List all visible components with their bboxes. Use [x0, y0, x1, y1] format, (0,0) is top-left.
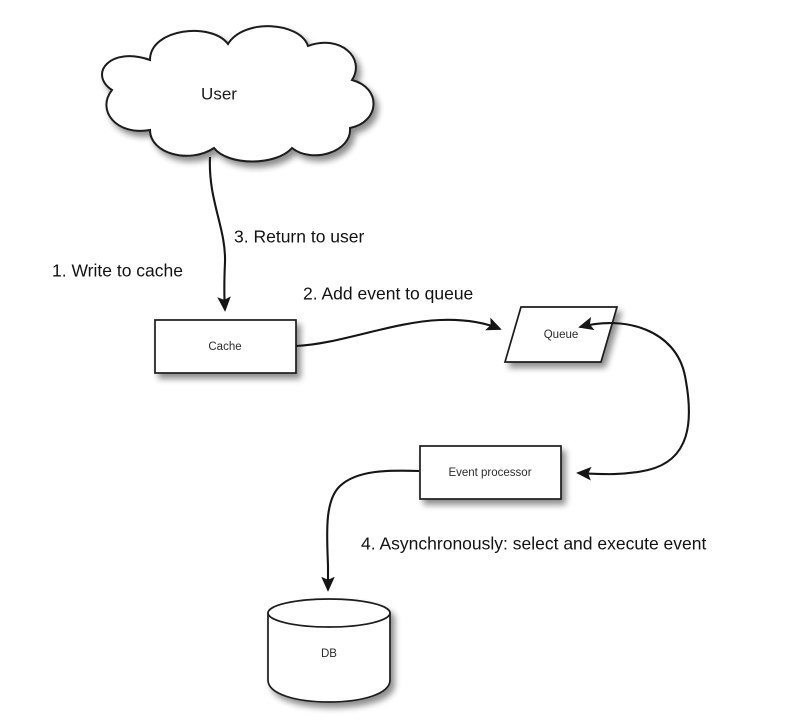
- db-body-shape: [267, 612, 391, 703]
- node-db-label: DB: [321, 648, 337, 660]
- db-top-ellipse: [267, 598, 391, 628]
- step-label-3: 3. Return to user: [234, 227, 365, 247]
- edge-cache-to-queue: [295, 317, 502, 348]
- edge-user-to-cache-path: [208, 156, 231, 312]
- event-processor-shape: [419, 445, 562, 500]
- node-cache-label: Cache: [208, 341, 241, 353]
- node-event-processor[interactable]: [419, 445, 562, 500]
- edge-cache-to-queue-path: [295, 317, 502, 348]
- cache-shape: [154, 319, 297, 374]
- step-label-4: 4. Asynchronously: select and execute ev…: [361, 534, 706, 554]
- node-user-label: User: [201, 84, 237, 103]
- edge-processor-to-db: [321, 469, 420, 592]
- node-db[interactable]: [267, 598, 391, 703]
- cloud-shape: [101, 25, 375, 163]
- node-event-processor-label: Event processor: [448, 467, 531, 479]
- edge-user-to-cache: [208, 156, 231, 312]
- step-label-2: 2. Add event to queue: [303, 284, 473, 304]
- node-user[interactable]: [101, 25, 375, 163]
- node-cache[interactable]: [154, 319, 297, 374]
- edge-processor-to-db-path: [321, 469, 420, 592]
- edge-processor-queue-loop-path: [576, 317, 690, 481]
- step-label-1: 1. Write to cache: [52, 261, 183, 281]
- node-queue-label: Queue: [544, 329, 579, 341]
- edge-processor-queue-loop: [576, 317, 690, 481]
